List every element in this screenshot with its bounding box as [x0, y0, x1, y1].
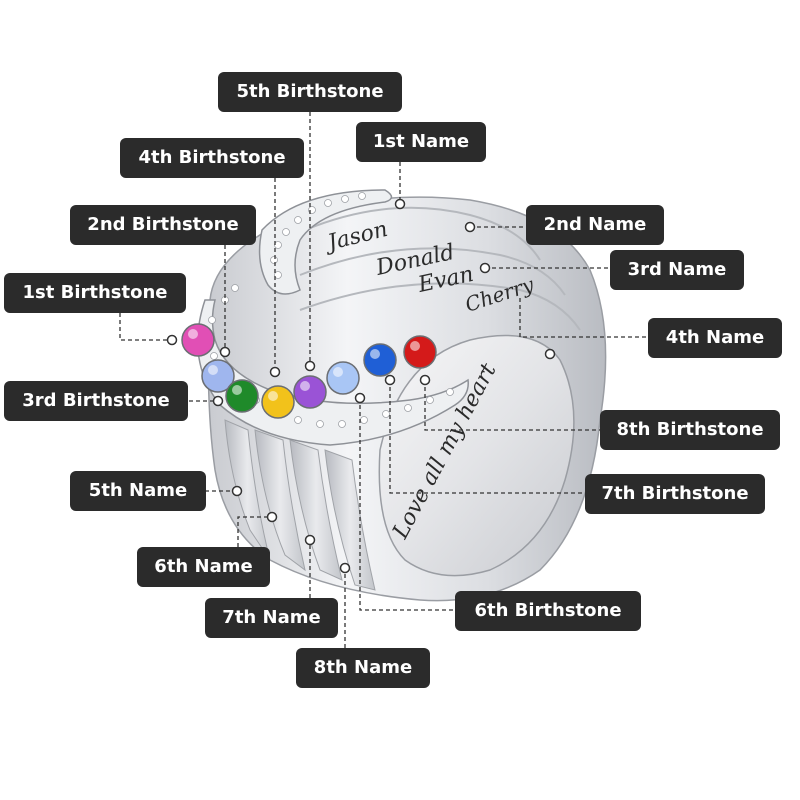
- birthstone-3: [225, 379, 259, 413]
- label-4th-name: 4th Name: [648, 318, 782, 358]
- birthstone-8: [403, 335, 437, 369]
- label-5th-birthstone: 5th Birthstone: [218, 72, 402, 112]
- label-5th-name: 5th Name: [70, 471, 206, 511]
- label-2nd-name: 2nd Name: [526, 205, 664, 245]
- label-1st-birthstone: 1st Birthstone: [4, 273, 186, 313]
- pave-wing: [258, 189, 393, 295]
- side-band-4: [324, 449, 376, 591]
- label-3rd-name: 3rd Name: [610, 250, 744, 290]
- label-3rd-birthstone: 3rd Birthstone: [4, 381, 188, 421]
- band-edge-2: [299, 247, 566, 296]
- birthstone-6: [326, 361, 360, 395]
- label-1st-name: 1st Name: [356, 122, 486, 162]
- label-2nd-birthstone: 2nd Birthstone: [70, 205, 256, 245]
- label-6th-name: 6th Name: [137, 547, 270, 587]
- birthstone-4: [261, 385, 295, 419]
- birthstone-7: [363, 343, 397, 377]
- leader-lines: [119, 112, 648, 648]
- label-4th-birthstone: 4th Birthstone: [120, 138, 304, 178]
- label-6th-birthstone: 6th Birthstone: [455, 591, 641, 631]
- birthstone-1: [181, 323, 215, 357]
- band-edge-3: [299, 282, 581, 331]
- ring-inner-opening: [378, 334, 575, 577]
- band-edge-1: [304, 206, 541, 261]
- stone-highlights: [188, 329, 420, 401]
- leader-dots: [166, 198, 556, 574]
- label-7th-birthstone: 7th Birthstone: [585, 474, 765, 514]
- label-8th-name: 8th Name: [296, 648, 430, 688]
- label-8th-birthstone: 8th Birthstone: [600, 410, 780, 450]
- side-band-3: [289, 439, 343, 581]
- label-7th-name: 7th Name: [205, 598, 338, 638]
- birthstone-5: [293, 375, 327, 409]
- side-band-2: [254, 429, 306, 572]
